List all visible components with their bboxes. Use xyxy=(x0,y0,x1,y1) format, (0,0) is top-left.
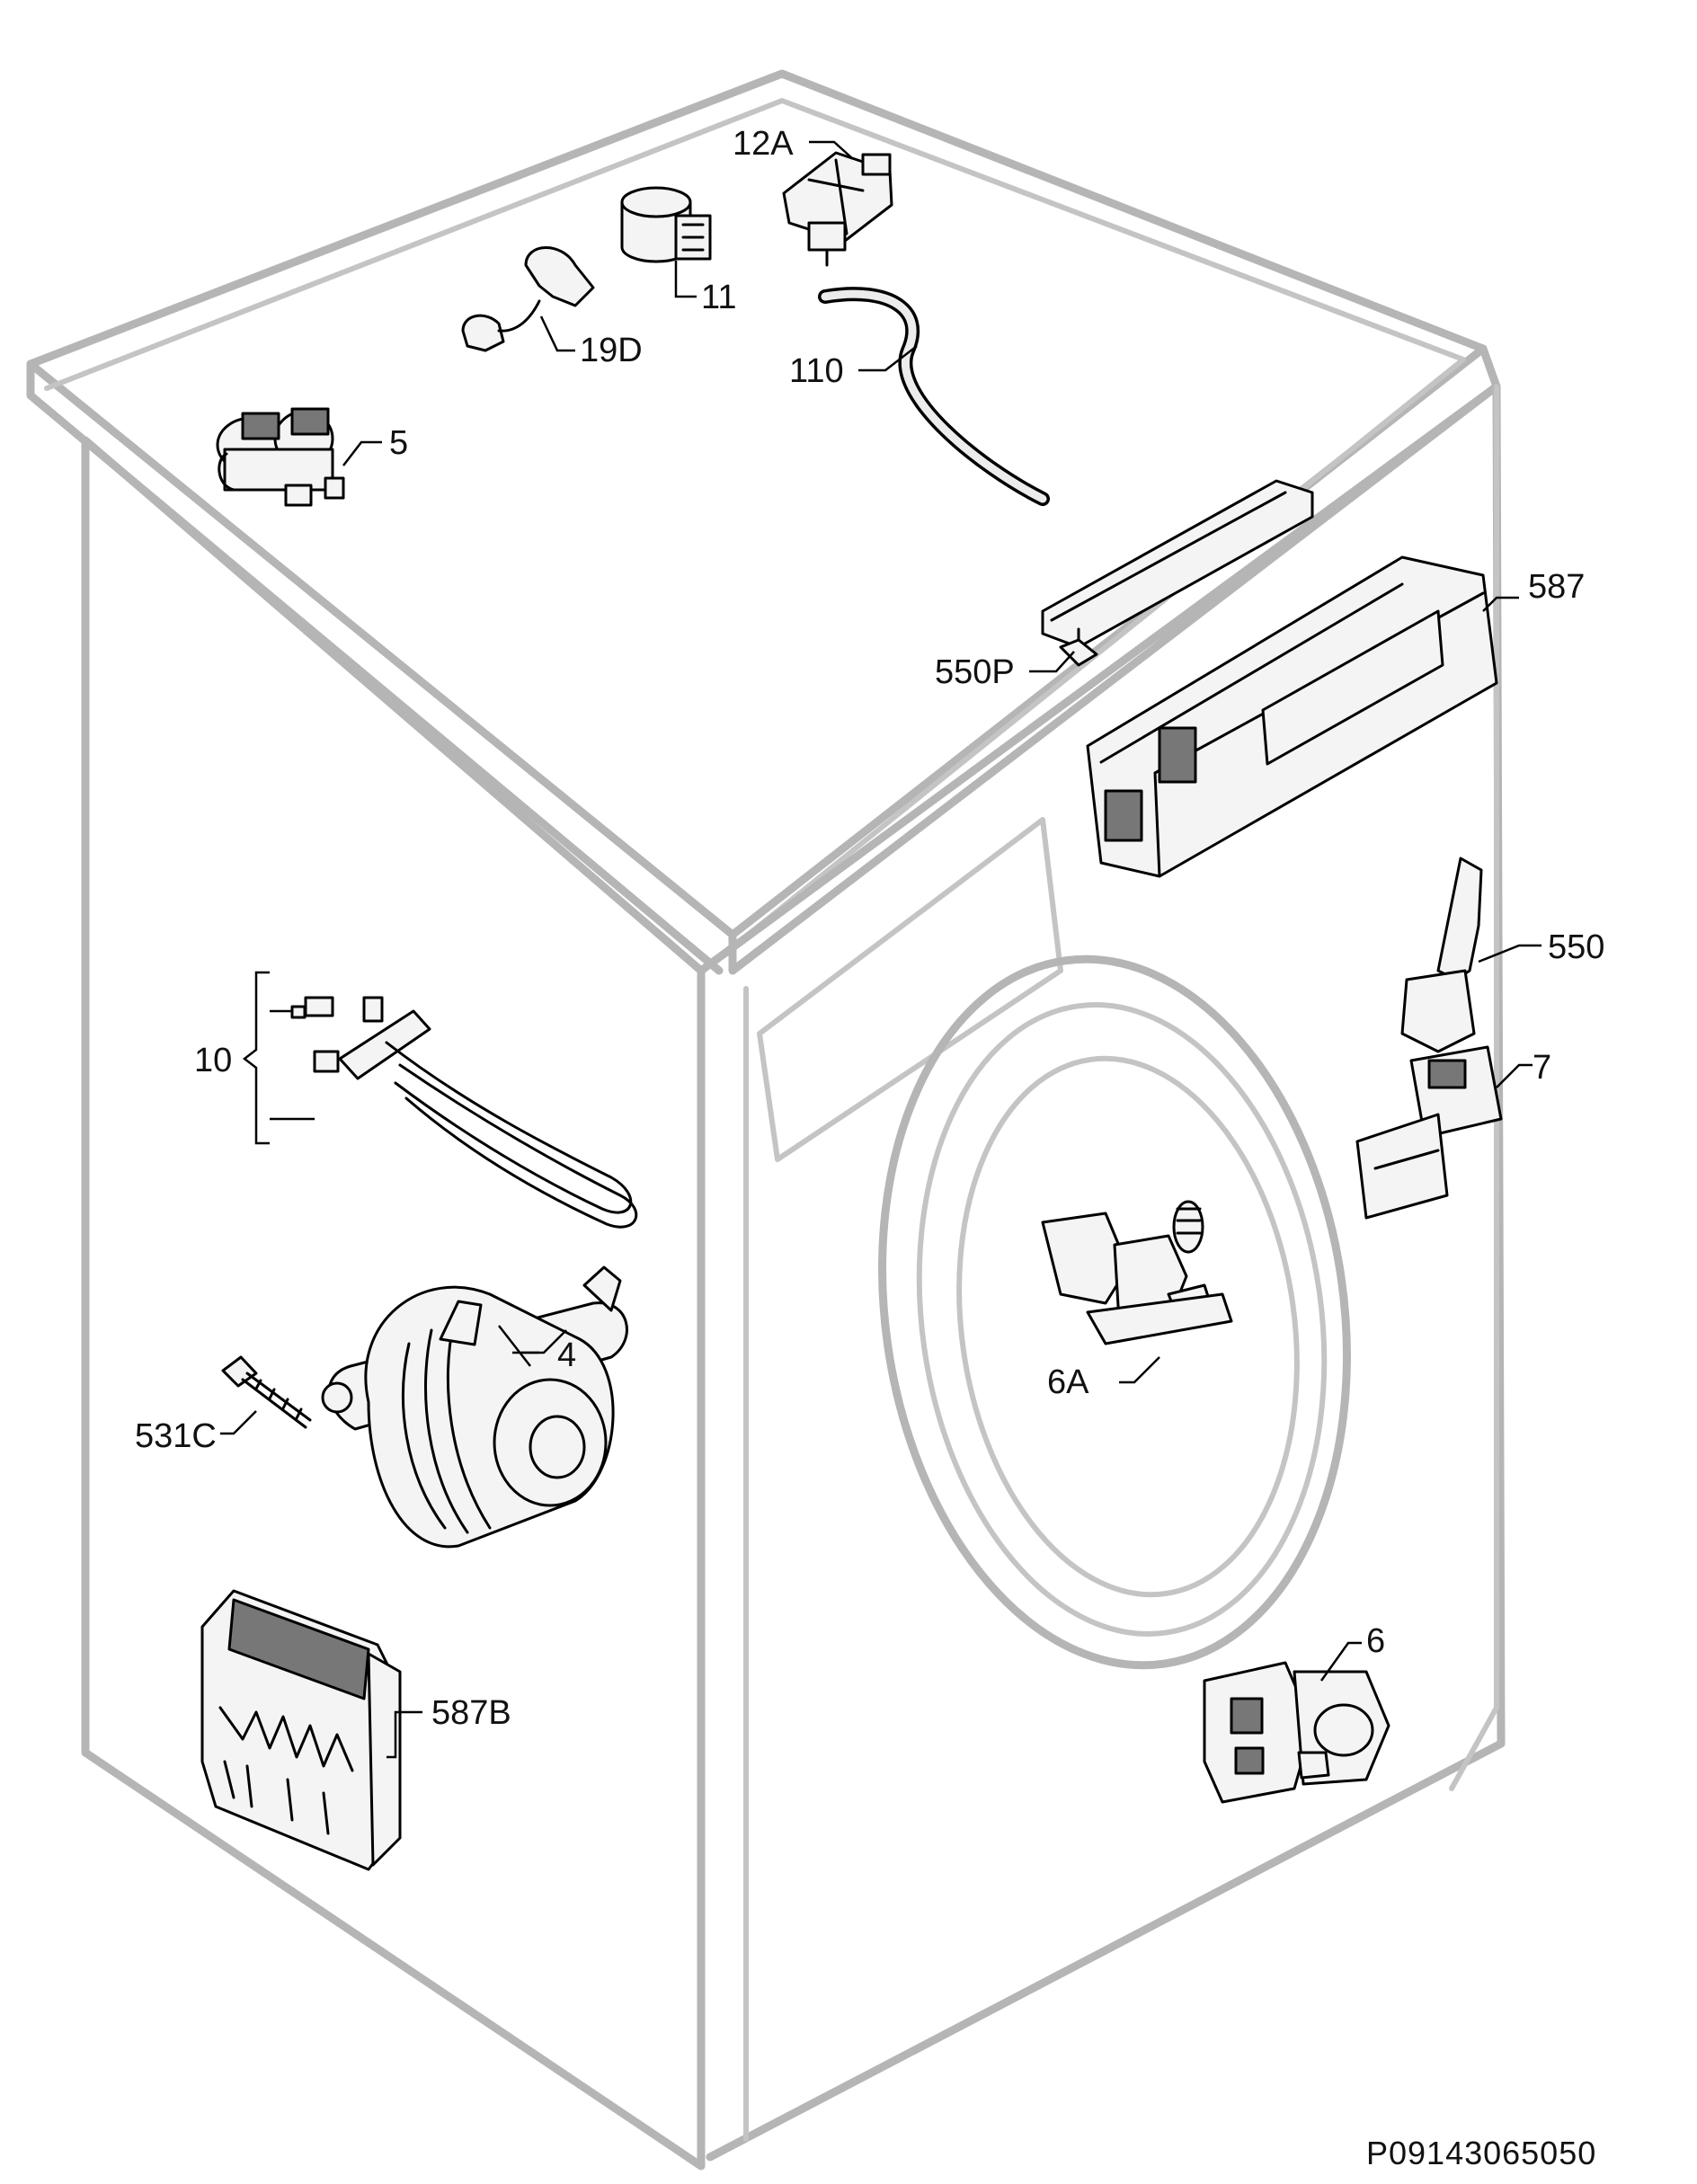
label-550: 550 xyxy=(1548,928,1604,966)
label-6: 6 xyxy=(1366,1622,1385,1660)
leader-550p xyxy=(1029,651,1075,673)
leader-587b xyxy=(386,1710,422,1759)
capacitor-part-11 xyxy=(620,186,712,263)
label-587: 587 xyxy=(1528,568,1585,606)
label-11: 11 xyxy=(701,279,736,316)
leader-5 xyxy=(342,440,382,466)
heating-element-part-10 xyxy=(290,996,638,1229)
motor-part-4 xyxy=(321,1265,628,1549)
label-19d: 19D xyxy=(580,332,643,369)
leader-12a xyxy=(809,140,853,159)
leader-10-brace xyxy=(242,971,270,1145)
drain-pump-part-6a xyxy=(1041,1200,1233,1345)
cabinet-outline xyxy=(26,69,1506,2171)
drain-pump-part-6 xyxy=(1203,1661,1390,1804)
label-587b: 587B xyxy=(431,1694,511,1732)
document-id: P09143065050 xyxy=(1366,2135,1596,2171)
label-110: 110 xyxy=(789,352,844,390)
leader-531c xyxy=(220,1410,257,1435)
label-4: 4 xyxy=(557,1336,576,1374)
leader-19d xyxy=(539,315,575,352)
label-12a: 12A xyxy=(733,125,794,163)
label-10: 10 xyxy=(194,1042,232,1079)
hose-part-110 xyxy=(818,287,1050,506)
leader-587 xyxy=(1482,596,1519,612)
leader-110 xyxy=(858,345,918,372)
clip-part-19d xyxy=(461,246,595,352)
leader-7 xyxy=(1496,1063,1533,1088)
leader-550 xyxy=(1478,944,1542,963)
door-handle-part-550 xyxy=(1400,857,1483,1053)
label-5: 5 xyxy=(389,424,408,462)
door-lock-part-7 xyxy=(1355,1045,1503,1220)
hose-part-110-inner xyxy=(821,289,1047,503)
label-7: 7 xyxy=(1533,1049,1551,1087)
electronic-board-part-587 xyxy=(1086,555,1498,878)
leader-6a xyxy=(1119,1356,1160,1384)
leader-6 xyxy=(1319,1641,1362,1682)
motor-board-part-587b xyxy=(200,1589,402,1871)
label-550p: 550P xyxy=(935,653,1015,691)
dispenser-profile-part-550p xyxy=(1041,479,1314,667)
label-6a: 6A xyxy=(1047,1363,1089,1401)
screw-part-531c xyxy=(221,1355,312,1429)
leader-11 xyxy=(674,261,697,298)
label-531c: 531C xyxy=(135,1417,217,1455)
pressure-switch-part-12a xyxy=(782,151,893,267)
inlet-valve-part-5 xyxy=(216,407,345,507)
